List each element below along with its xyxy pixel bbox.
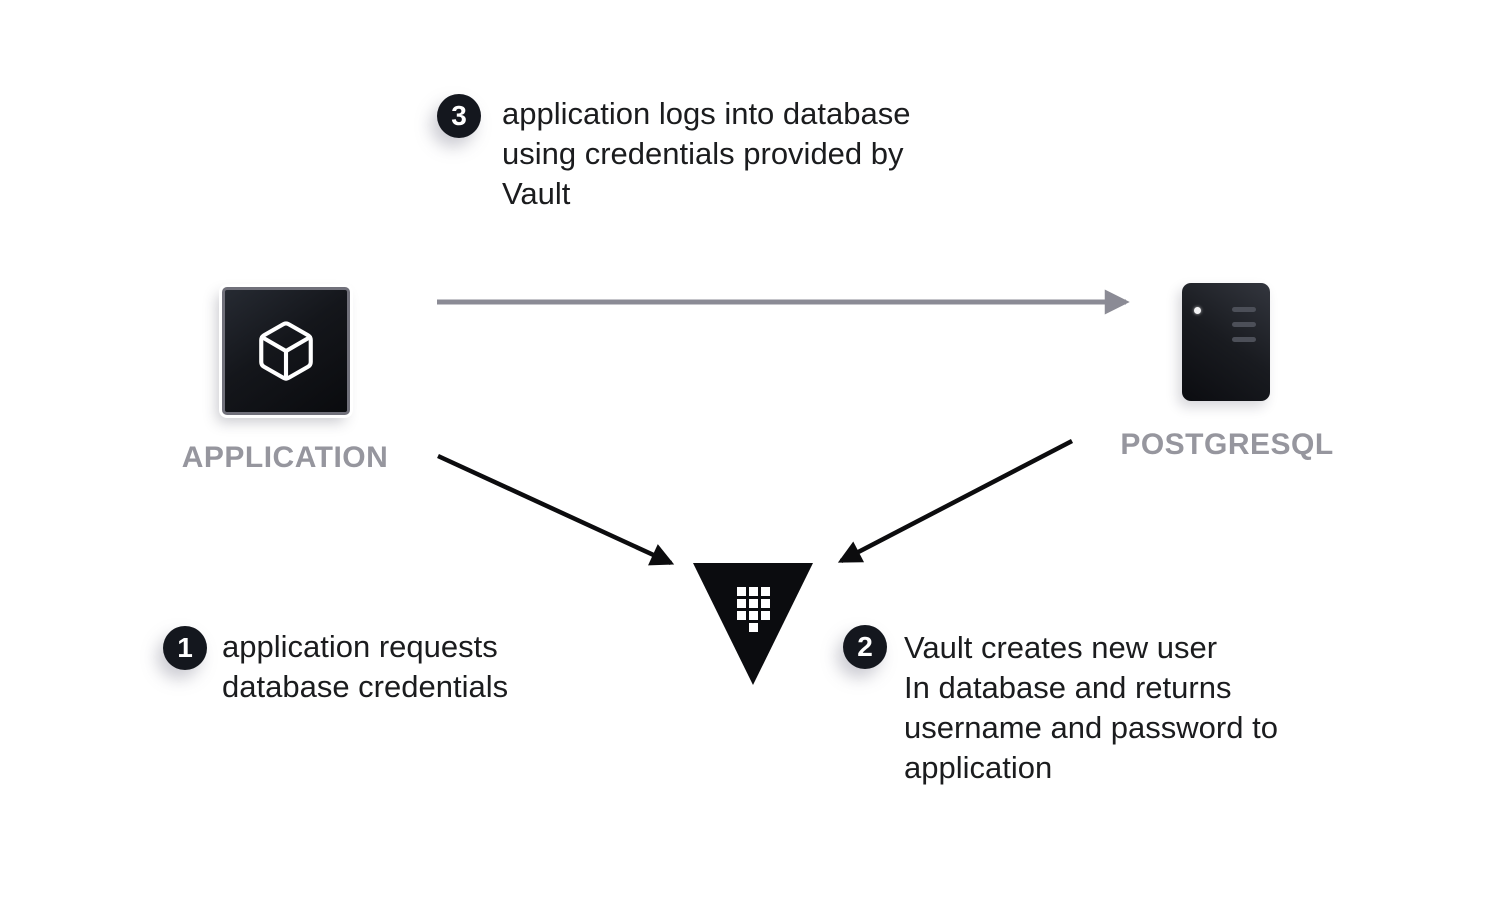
application-label: APPLICATION — [181, 441, 389, 474]
step-2-badge: 2 — [843, 625, 887, 669]
step-2-text: Vault creates new user In database and r… — [904, 630, 1278, 785]
vault-keypad-icon — [737, 587, 770, 632]
cube-icon — [259, 321, 313, 381]
server-led-icon — [1194, 307, 1201, 314]
arrow-application-to-vault — [437, 453, 675, 566]
arrow-postgresql-to-vault — [837, 439, 1074, 563]
server-slot-icon — [1232, 322, 1256, 327]
postgresql-node — [1182, 283, 1270, 401]
server-slot-icon — [1232, 307, 1256, 312]
postgresql-label: POSTGRESQL — [1120, 428, 1334, 461]
vault-triangle-icon — [693, 563, 813, 685]
application-node — [222, 287, 350, 415]
step-3-badge: 3 — [437, 94, 481, 138]
step-1-text: application requests database credential… — [222, 629, 509, 704]
step-1-badge: 1 — [163, 626, 207, 670]
vault-node — [693, 563, 813, 685]
server-slot-icon — [1232, 337, 1256, 342]
step-3-text: application logs into database using cre… — [502, 96, 911, 211]
